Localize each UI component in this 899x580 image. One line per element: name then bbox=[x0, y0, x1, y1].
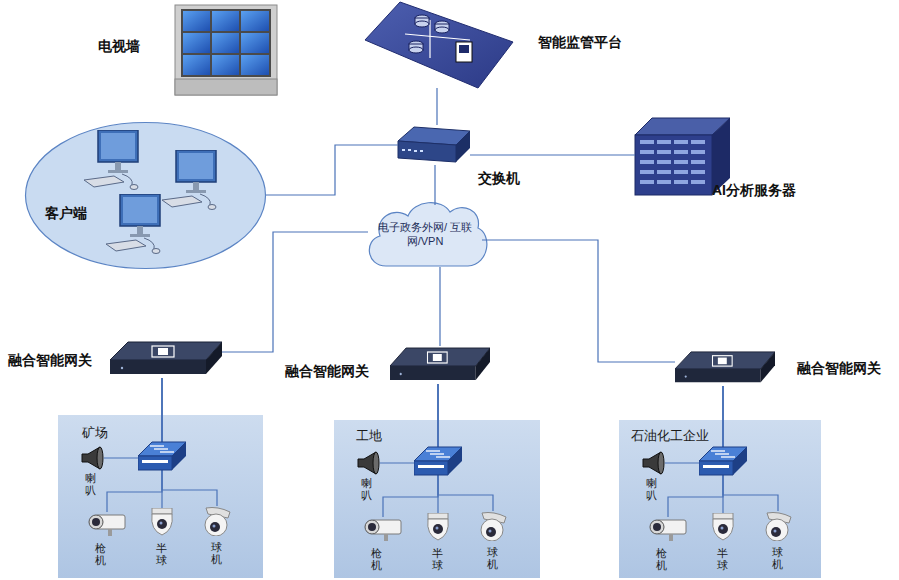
connector-line bbox=[222, 232, 368, 352]
speaker-device: 喇叭 bbox=[80, 446, 104, 470]
node-label: 半球 bbox=[717, 547, 728, 571]
node-label: 球机 bbox=[487, 546, 498, 570]
node-label: 客户端 bbox=[45, 205, 87, 222]
node-label: 枪机 bbox=[371, 547, 382, 571]
node-label: 融合智能网关 bbox=[8, 352, 92, 369]
connector-line bbox=[434, 165, 435, 205]
dome-camera: 半球 bbox=[150, 508, 174, 536]
tv-wall: 电视墙 bbox=[175, 5, 277, 95]
connector-line bbox=[436, 88, 437, 125]
gateway-node: 融合智能网关 bbox=[675, 350, 775, 386]
network-cloud: 电子政务外网/ 互联网/VPN bbox=[368, 205, 482, 267]
platform-node: 智能监管平台 bbox=[365, 0, 513, 88]
node-label: 融合智能网关 bbox=[797, 360, 881, 377]
site-region: 石油化工企业喇叭枪机半球球机 bbox=[619, 420, 821, 578]
speaker-device: 喇叭 bbox=[641, 451, 665, 475]
node-label: 工地 bbox=[356, 428, 382, 443]
node-label: 智能监管平台 bbox=[538, 34, 622, 51]
gateway-node: 融合智能网关 bbox=[390, 346, 490, 384]
node-label: 枪机 bbox=[95, 542, 106, 566]
core-switch: 交换机 bbox=[398, 125, 470, 165]
connector-line bbox=[470, 154, 635, 155]
node-label: 球机 bbox=[211, 541, 222, 565]
site-region: 矿场喇叭枪机半球球机 bbox=[58, 415, 263, 578]
bullet-camera: 枪机 bbox=[364, 517, 402, 541]
node-label: 喇叭 bbox=[85, 472, 96, 496]
connector-line bbox=[266, 145, 398, 195]
node-label: 喇叭 bbox=[646, 477, 657, 501]
bullet-camera: 枪机 bbox=[88, 512, 126, 536]
site-region: 工地喇叭枪机半球球机 bbox=[334, 420, 540, 578]
node-label: 半球 bbox=[156, 542, 167, 566]
node-label: 融合智能网关 bbox=[285, 363, 369, 380]
speaker-device: 喇叭 bbox=[356, 451, 380, 475]
node-label: 球机 bbox=[772, 546, 783, 570]
node-label: 矿场 bbox=[82, 425, 108, 440]
dome-camera: 半球 bbox=[711, 513, 735, 541]
node-label: AI分析服务器 bbox=[712, 182, 796, 199]
ptz-camera: 球机 bbox=[200, 506, 234, 536]
node-label: 喇叭 bbox=[361, 477, 372, 501]
client-group: 客户端 bbox=[25, 122, 266, 269]
node-label: 交换机 bbox=[478, 170, 520, 187]
connector-line bbox=[482, 240, 675, 362]
bullet-camera: 枪机 bbox=[649, 517, 687, 541]
node-label: 半球 bbox=[432, 547, 443, 571]
node-label: 电视墙 bbox=[98, 38, 140, 55]
ai-server: AI分析服务器 bbox=[635, 118, 730, 195]
ptz-camera: 球机 bbox=[476, 511, 510, 541]
connector-line bbox=[439, 267, 440, 346]
node-label: 电子政务外网/ 互联网/VPN bbox=[377, 220, 473, 248]
node-label: 石油化工企业 bbox=[631, 428, 709, 443]
ptz-camera: 球机 bbox=[761, 511, 795, 541]
gateway-node: 融合智能网关 bbox=[110, 340, 222, 378]
node-label: 枪机 bbox=[656, 547, 667, 571]
dome-camera: 半球 bbox=[426, 513, 450, 541]
